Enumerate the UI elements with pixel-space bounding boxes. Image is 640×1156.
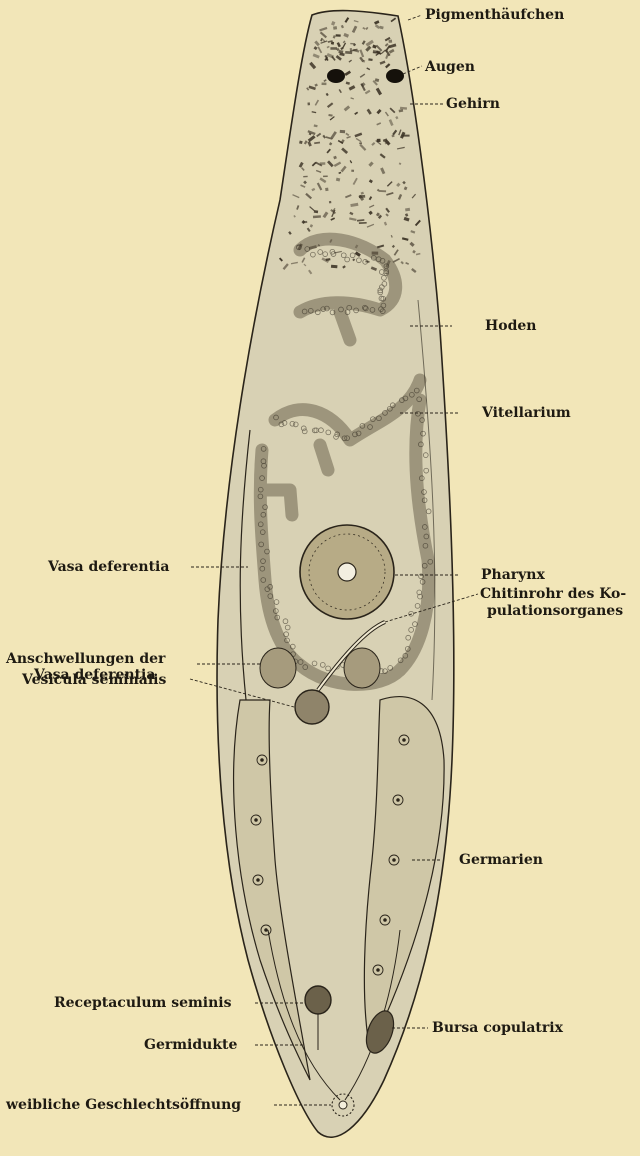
pigment-fleck	[329, 201, 331, 203]
label-chitinrohr-1: Chitinrohr des Ko-	[480, 587, 626, 601]
pigment-fleck	[338, 50, 343, 54]
label-gehirn: Gehirn	[446, 97, 500, 111]
label-augen: Augen	[425, 60, 475, 74]
receptaculum-seminis	[305, 986, 331, 1014]
label-vitellarium: Vitellarium	[482, 406, 571, 420]
pigment-fleck	[330, 47, 337, 50]
label-weibliche-geschlechtsoeffnung: weibliche Geschlechtsöffnung	[6, 1098, 241, 1112]
label-vasa-deferentia: Vasa deferentia	[48, 560, 169, 574]
germ-cell-nucleus	[257, 879, 260, 882]
pigment-fleck	[340, 130, 345, 133]
label-anschwellungen-1: Anschwellungen der	[6, 652, 165, 666]
swelling-right	[344, 648, 380, 688]
label-pharynx: Pharynx	[481, 568, 545, 582]
swelling-left	[260, 648, 296, 688]
label-germidukte: Germidukte	[144, 1038, 237, 1052]
germ-cell-nucleus	[397, 799, 400, 802]
germ-cell-nucleus	[265, 929, 268, 932]
pigment-fleck	[323, 175, 328, 177]
pigment-fleck	[359, 222, 367, 224]
label-bursa-copulatrix: Bursa copulatrix	[432, 1021, 563, 1035]
label-germarien: Germarien	[459, 853, 543, 867]
pigment-fleck	[333, 26, 337, 30]
pigment-fleck	[331, 265, 338, 269]
label-pigmenthaeufchen: Pigmenthäufchen	[425, 8, 564, 22]
germ-cell-nucleus	[255, 819, 258, 822]
pigment-fleck	[389, 40, 393, 43]
germ-cell-nucleus	[393, 859, 396, 862]
label-receptaculum-seminis: Receptaculum seminis	[54, 996, 232, 1010]
pigment-fleck	[307, 102, 310, 105]
pigment-fleck	[303, 176, 307, 178]
vesicula-seminalis	[295, 690, 329, 724]
pigment-fleck	[351, 170, 354, 172]
pharynx	[300, 525, 394, 619]
pigment-fleck	[336, 34, 341, 37]
pigment-fleck	[325, 188, 328, 192]
pigment-fleck	[379, 190, 387, 192]
germ-cell-nucleus	[261, 759, 264, 762]
right-eye	[386, 69, 404, 83]
label-vesicula-seminalis: Vesicula seminalis	[22, 673, 166, 687]
label-chitinrohr-2: pulationsorganes	[487, 604, 623, 618]
pigment-fleck	[322, 82, 327, 85]
pigment-fleck	[345, 51, 352, 54]
germ-cell-nucleus	[377, 969, 380, 972]
label-hoden: Hoden	[485, 319, 536, 333]
germ-cell-nucleus	[403, 739, 406, 742]
left-eye	[327, 69, 345, 83]
germ-cell-nucleus	[384, 919, 387, 922]
